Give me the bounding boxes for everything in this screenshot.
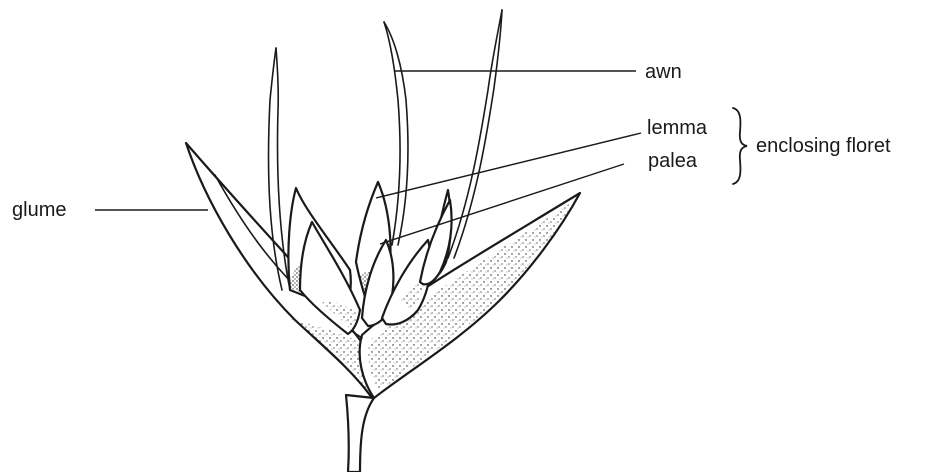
palea-leader — [380, 164, 624, 244]
enclosing-floret-label: enclosing floret — [756, 136, 891, 156]
palea-label: palea — [648, 151, 697, 171]
enclosing-floret-brace — [733, 108, 747, 184]
lemma-label: lemma — [647, 118, 707, 138]
lemma-leader — [376, 133, 641, 198]
awn-label: awn — [645, 62, 682, 82]
glume-label: glume — [12, 200, 66, 220]
stalk — [346, 395, 374, 472]
